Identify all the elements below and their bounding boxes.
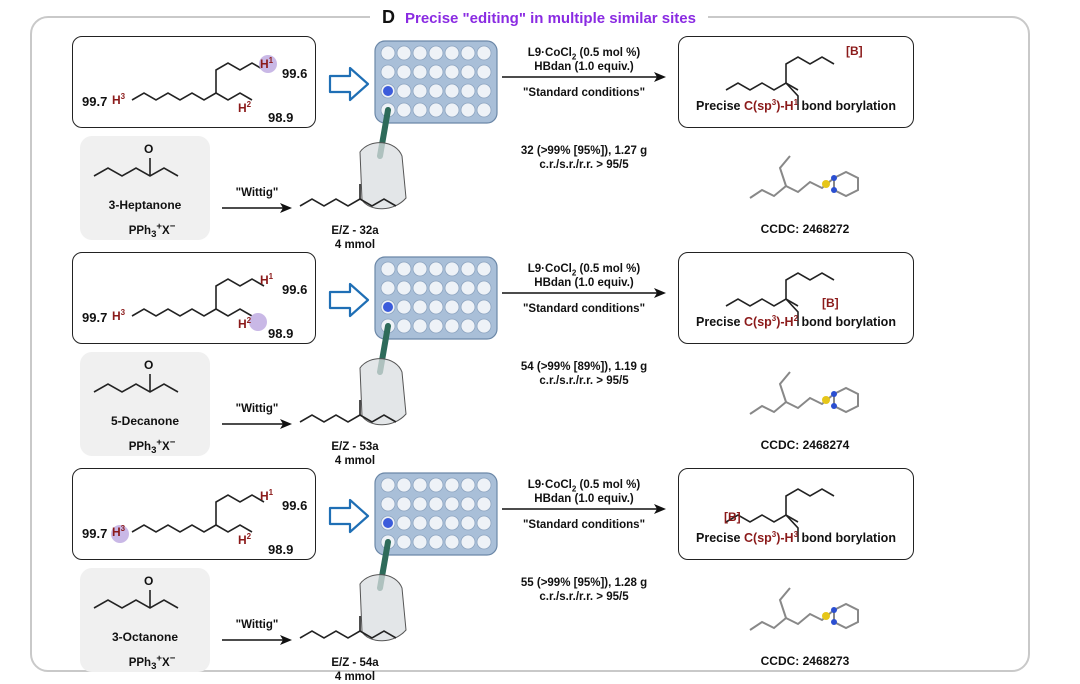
condition-reagent: HBdan (1.0 equiv.) bbox=[534, 493, 634, 505]
product-box bbox=[678, 468, 914, 560]
value-h3: 99.7 bbox=[82, 310, 108, 325]
condition-standard: "Standard conditions" bbox=[522, 87, 646, 99]
panel-letter: D bbox=[382, 7, 395, 27]
oxygen-label: O bbox=[144, 574, 154, 588]
label-h2: H2 bbox=[238, 532, 252, 547]
substrate-box bbox=[72, 468, 316, 560]
reaction-arrow bbox=[502, 288, 666, 298]
wittig-arrow bbox=[222, 203, 292, 213]
condition-reagent: HBdan (1.0 equiv.) bbox=[534, 277, 634, 289]
ketone-card bbox=[80, 568, 210, 672]
result-yield: 55 (>99% [95%]), 1.28 g bbox=[520, 577, 648, 589]
open-arrow-icon bbox=[328, 66, 370, 102]
alkene-structure bbox=[299, 400, 397, 423]
product-caption: Precise C(sp3)-H2 bond borylation bbox=[696, 314, 896, 330]
value-h2: 98.9 bbox=[268, 326, 294, 341]
value-h1: 99.6 bbox=[282, 498, 308, 513]
crystal-structure bbox=[749, 155, 859, 199]
value-h1: 99.6 bbox=[282, 66, 308, 81]
result-yield: 54 (>99% [89%]), 1.19 g bbox=[520, 361, 648, 373]
condition-standard: "Standard conditions" bbox=[522, 303, 646, 315]
condition-catalyst: L9·CoCl2 (0.5 mol %) bbox=[527, 47, 641, 62]
value-h2: 98.9 bbox=[268, 110, 294, 125]
value-h1: 99.6 bbox=[282, 282, 308, 297]
panel-title-text: Precise "editing" in multiple similar si… bbox=[405, 10, 696, 27]
reaction-arrow bbox=[502, 504, 666, 514]
wittig-label: "Wittig" bbox=[235, 403, 279, 415]
ylide-label: PPh3+X− bbox=[128, 653, 176, 673]
boron-label: [B] bbox=[846, 44, 863, 58]
label-h3: H3 bbox=[112, 308, 126, 323]
ketone-name: 5-Decanone bbox=[110, 414, 180, 428]
substrate-structure bbox=[131, 55, 277, 101]
open-arrow-icon bbox=[328, 498, 370, 534]
alkene-structure bbox=[299, 616, 397, 639]
ketone-structure bbox=[93, 374, 179, 393]
pipette-hand bbox=[359, 323, 407, 426]
product-structure bbox=[725, 272, 835, 326]
ccdc-label: CCDC: 2468274 bbox=[760, 438, 850, 452]
value-h2: 98.9 bbox=[268, 542, 294, 557]
condition-standard: "Standard conditions" bbox=[522, 519, 646, 531]
label-h2: H2 bbox=[238, 100, 252, 115]
substrate-structure bbox=[111, 494, 265, 543]
ylide-label: PPh3+X− bbox=[128, 221, 176, 241]
value-h3: 99.7 bbox=[82, 526, 108, 541]
substrate-structure bbox=[131, 278, 267, 331]
wittig-label: "Wittig" bbox=[235, 619, 279, 631]
product-caption: Precise C(sp3)-H1 bond borylation bbox=[696, 98, 896, 114]
value-h3: 99.7 bbox=[82, 94, 108, 109]
ccdc-label: CCDC: 2468273 bbox=[760, 654, 850, 668]
label-h1: H1 bbox=[260, 272, 274, 287]
ketone-structure bbox=[93, 158, 179, 177]
wittig-arrow bbox=[222, 635, 292, 645]
oxygen-label: O bbox=[144, 358, 154, 372]
open-arrow-icon bbox=[328, 282, 370, 318]
crystal-structure bbox=[749, 371, 859, 415]
ylide-label: PPh3+X− bbox=[128, 437, 176, 457]
result-yield: 32 (>99% [95%]), 1.27 g bbox=[520, 145, 648, 157]
result-ratio: c.r./s.r./r.r. > 95/5 bbox=[539, 159, 629, 171]
reaction-arrow bbox=[502, 72, 666, 82]
result-ratio: c.r./s.r./r.r. > 95/5 bbox=[539, 591, 629, 603]
reaction-plate bbox=[374, 472, 498, 556]
ccdc-label: CCDC: 2468272 bbox=[760, 222, 850, 236]
boron-label: [B] bbox=[822, 296, 839, 310]
ketone-card bbox=[80, 136, 210, 240]
label-h3: H3 bbox=[112, 524, 126, 539]
label-h1: H1 bbox=[260, 56, 274, 71]
reaction-plate bbox=[374, 40, 498, 124]
substrate-box bbox=[72, 36, 316, 128]
wittig-label: "Wittig" bbox=[235, 187, 279, 199]
product-box bbox=[678, 252, 914, 344]
product-structure bbox=[725, 488, 835, 542]
product-box bbox=[678, 36, 914, 128]
label-h1: H1 bbox=[260, 488, 274, 503]
result-ratio: c.r./s.r./r.r. > 95/5 bbox=[539, 375, 629, 387]
wittig-arrow bbox=[222, 419, 292, 429]
substrate-box bbox=[72, 252, 316, 344]
ketone-card bbox=[80, 352, 210, 456]
ketone-name: 3-Octanone bbox=[111, 630, 178, 644]
oxygen-label: O bbox=[144, 142, 154, 156]
ketone-structure bbox=[93, 590, 179, 609]
boron-label: [B] bbox=[724, 510, 741, 524]
panel-title: D Precise "editing" in multiple similar s… bbox=[370, 6, 708, 28]
pipette-hand bbox=[359, 107, 407, 210]
ketone-name: 3-Heptanone bbox=[108, 198, 182, 212]
label-h3: H3 bbox=[112, 92, 126, 107]
alkene-structure bbox=[299, 184, 397, 207]
condition-catalyst: L9·CoCl2 (0.5 mol %) bbox=[527, 263, 641, 278]
condition-catalyst: L9·CoCl2 (0.5 mol %) bbox=[527, 479, 641, 494]
reaction-plate bbox=[374, 256, 498, 340]
pipette-hand bbox=[359, 539, 407, 642]
condition-reagent: HBdan (1.0 equiv.) bbox=[534, 61, 634, 73]
product-caption: Precise C(sp3)-H3 bond borylation bbox=[696, 530, 896, 546]
crystal-structure bbox=[749, 587, 859, 631]
product-structure bbox=[725, 56, 835, 110]
label-h2: H2 bbox=[238, 316, 252, 331]
